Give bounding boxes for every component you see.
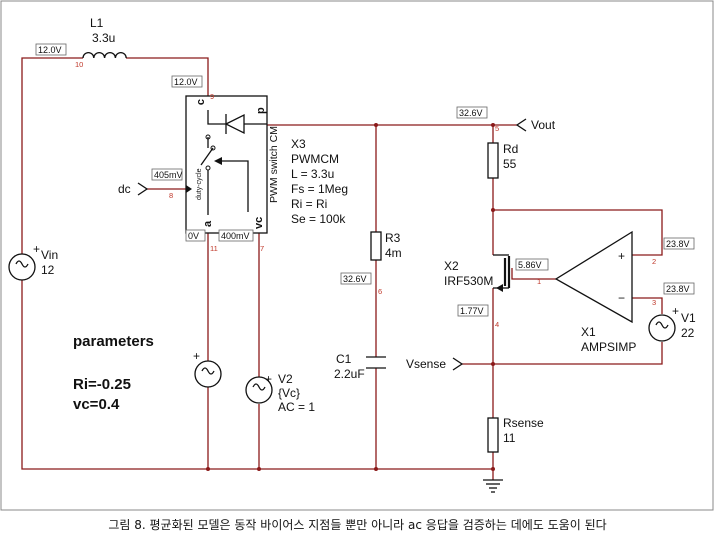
- rd-value: 55: [503, 157, 517, 171]
- parameter-ri: Ri=-0.25: [73, 376, 131, 393]
- node-numbers: 10 9 8 11 7 5 6 1 2 3 4: [75, 60, 656, 329]
- ground-icon: [483, 479, 503, 493]
- voltage-source-v1: + V1 22: [648, 304, 696, 342]
- voltage-source-vin: + Vin 12: [8, 242, 58, 281]
- port-dc: dc: [118, 182, 149, 196]
- node-2: 2: [652, 257, 656, 266]
- v1-value: 22: [681, 326, 695, 340]
- x1-value: AMPSIMP: [581, 340, 636, 354]
- voltage-a: 0V: [188, 231, 199, 241]
- wires: [21, 57, 663, 480]
- node-6: 6: [378, 287, 382, 296]
- diagram-border: [0, 0, 714, 511]
- x3-pin-vc: vc: [253, 217, 265, 229]
- voltage-labels: 12.0V 12.0V 405mV 0V 400mV 32.6V 32.6V 5…: [35, 43, 695, 317]
- v1-name: V1: [681, 311, 696, 325]
- rd-name: Rd: [503, 142, 518, 156]
- vin-value: 12: [41, 263, 55, 277]
- x3-param-ri: Ri = Ri: [291, 197, 327, 211]
- v2-plus: +: [265, 372, 272, 386]
- voltage-source-dc: +: [193, 349, 222, 388]
- x3-pin-c: c: [195, 99, 207, 105]
- voltage-source: 1.77V: [460, 306, 484, 316]
- node-11: 11: [210, 244, 218, 253]
- port-dc-label: dc: [118, 182, 131, 196]
- x3-body-label: PWM switch CM: [268, 126, 280, 203]
- schematic-diagram: L1 3.3u + Vin 12 c p a vc duty-cycle: [0, 0, 714, 511]
- parameters-title: parameters: [73, 333, 154, 350]
- port-vout-label: Vout: [531, 118, 556, 132]
- x1-minus: −: [618, 291, 625, 305]
- capacitor-c1: C1 2.2uF: [334, 352, 386, 381]
- opamp-x1: + − X1 AMPSIMP: [554, 230, 636, 354]
- v2-ac: AC = 1: [278, 400, 315, 414]
- resistor-rd: Rd 55: [487, 142, 518, 179]
- x1-name: X1: [581, 325, 596, 339]
- x3-param-l: L = 3.3u: [291, 167, 334, 181]
- l1-value: 3.3u: [92, 31, 115, 45]
- dc-source-plus: +: [193, 349, 200, 363]
- voltage-minus: 23.8V: [666, 284, 690, 294]
- voltage-vin-top: 12.0V: [38, 45, 62, 55]
- x3-param-fs: Fs = 1Meg: [291, 182, 348, 196]
- x2-value: IRF530M: [444, 274, 493, 288]
- x3-pin-p: p: [255, 107, 267, 114]
- figure-caption: 그림 8. 평균화된 모델은 동작 바이어스 지점들 뿐만 아니라 ac 응답을…: [108, 518, 607, 532]
- node-8: 8: [169, 191, 173, 200]
- resistor-rsense: Rsense 11: [487, 416, 544, 453]
- resistor-r3: R3 4m: [370, 231, 402, 261]
- vin-name: Vin: [41, 248, 58, 262]
- voltage-dc: 405mV: [154, 170, 183, 180]
- voltage-gate: 5.86V: [518, 260, 542, 270]
- mosfet-x2: X2 IRF530M: [444, 254, 511, 292]
- rsense-name: Rsense: [503, 416, 544, 430]
- c1-value: 2.2uF: [334, 367, 365, 381]
- voltage-c1: 32.6V: [343, 274, 367, 284]
- x1-plus: +: [618, 249, 625, 263]
- node-7: 7: [260, 244, 264, 253]
- v1-plus: +: [672, 304, 679, 318]
- x3-duty-label: duty-cycle: [196, 168, 203, 200]
- voltage-out: 32.6V: [459, 108, 483, 118]
- v2-value: {Vc}: [278, 386, 300, 400]
- rsense-value: 11: [503, 431, 516, 445]
- x3-name: X3: [291, 137, 306, 151]
- node-3: 3: [652, 298, 656, 307]
- v2-name: V2: [278, 372, 293, 386]
- r3-name: R3: [385, 231, 401, 245]
- r3-value: 4m: [385, 246, 402, 260]
- voltage-c-node: 12.0V: [174, 77, 198, 87]
- c1-name: C1: [336, 352, 352, 366]
- inductor-l1: L1 3.3u: [82, 16, 127, 59]
- x3-model: PWMCM: [291, 152, 339, 166]
- node-10: 10: [75, 60, 83, 69]
- l1-name: L1: [90, 16, 104, 30]
- junction-dots: [206, 123, 495, 471]
- pwm-switch-x3: c p a vc duty-cycle PWM switch CM X3 PWM…: [185, 95, 348, 234]
- voltage-vc: 400mV: [221, 231, 250, 241]
- node-1: 1: [537, 277, 541, 286]
- port-vout: Vout: [515, 118, 556, 132]
- schematic-frame: L1 3.3u + Vin 12 c p a vc duty-cycle: [0, 0, 714, 511]
- x2-name: X2: [444, 259, 459, 273]
- voltage-plus: 23.8V: [666, 239, 690, 249]
- vin-plus: +: [33, 242, 40, 256]
- parameters-block: parameters Ri=-0.25 vc=0.4: [73, 333, 154, 413]
- node-4: 4: [495, 320, 499, 329]
- parameter-vc: vc=0.4: [73, 396, 120, 413]
- node-5: 5: [495, 124, 499, 133]
- node-9: 9: [210, 92, 214, 101]
- x3-pin-a: a: [202, 220, 214, 227]
- voltage-source-v2: + V2 {Vc} AC = 1: [245, 372, 315, 414]
- port-vsense: Vsense: [406, 357, 464, 371]
- x3-param-se: Se = 100k: [291, 212, 346, 226]
- port-vsense-label: Vsense: [406, 357, 446, 371]
